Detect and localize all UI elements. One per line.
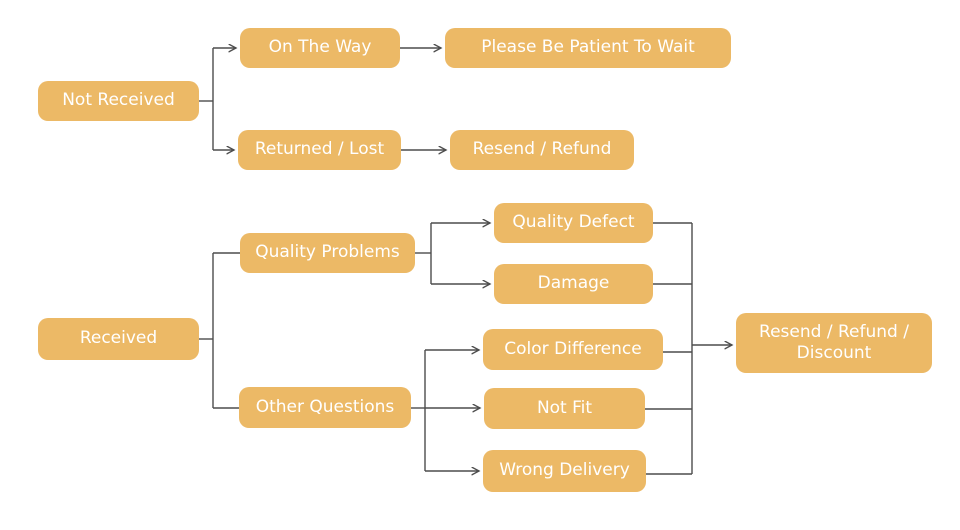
- node-quality-defect: Quality Defect: [494, 203, 653, 243]
- node-damage: Damage: [494, 264, 653, 304]
- node-returned-lost: Returned / Lost: [238, 130, 401, 170]
- node-resend-refund-discount: Resend / Refund / Discount: [736, 313, 932, 373]
- node-quality-problems: Quality Problems: [240, 233, 415, 273]
- node-color-difference: Color Difference: [483, 329, 663, 370]
- node-not-fit: Not Fit: [484, 388, 645, 429]
- node-resend-refund: Resend / Refund: [450, 130, 634, 170]
- node-not-received: Not Received: [38, 81, 199, 121]
- node-other-questions: Other Questions: [239, 387, 411, 428]
- node-please-be-patient: Please Be Patient To Wait: [445, 28, 731, 68]
- node-on-the-way: On The Way: [240, 28, 400, 68]
- node-wrong-delivery: Wrong Delivery: [483, 450, 646, 492]
- node-received: Received: [38, 318, 199, 360]
